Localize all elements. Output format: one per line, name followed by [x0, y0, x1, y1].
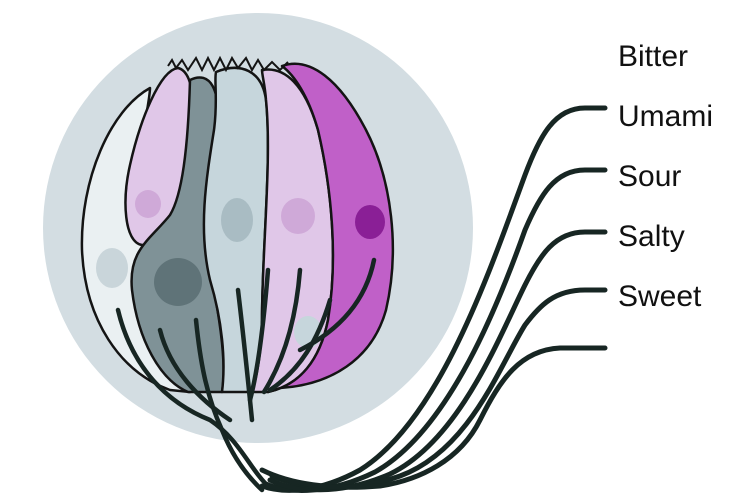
lavender-cell-left-nucleus [135, 190, 161, 218]
label-sour: Sour [618, 162, 681, 192]
label-umami: Umami [618, 102, 713, 132]
lavender-cell-right-nucleus [281, 198, 315, 234]
label-sweet: Sweet [618, 282, 701, 312]
bluegrey-cell-nucleus [221, 198, 253, 242]
label-salty: Salty [618, 222, 685, 252]
pale-cell-left-nucleus [96, 248, 128, 288]
grey-cell-nucleus [154, 258, 202, 306]
magenta-cell-nucleus [355, 205, 385, 239]
label-bitter: Bitter [618, 42, 688, 72]
